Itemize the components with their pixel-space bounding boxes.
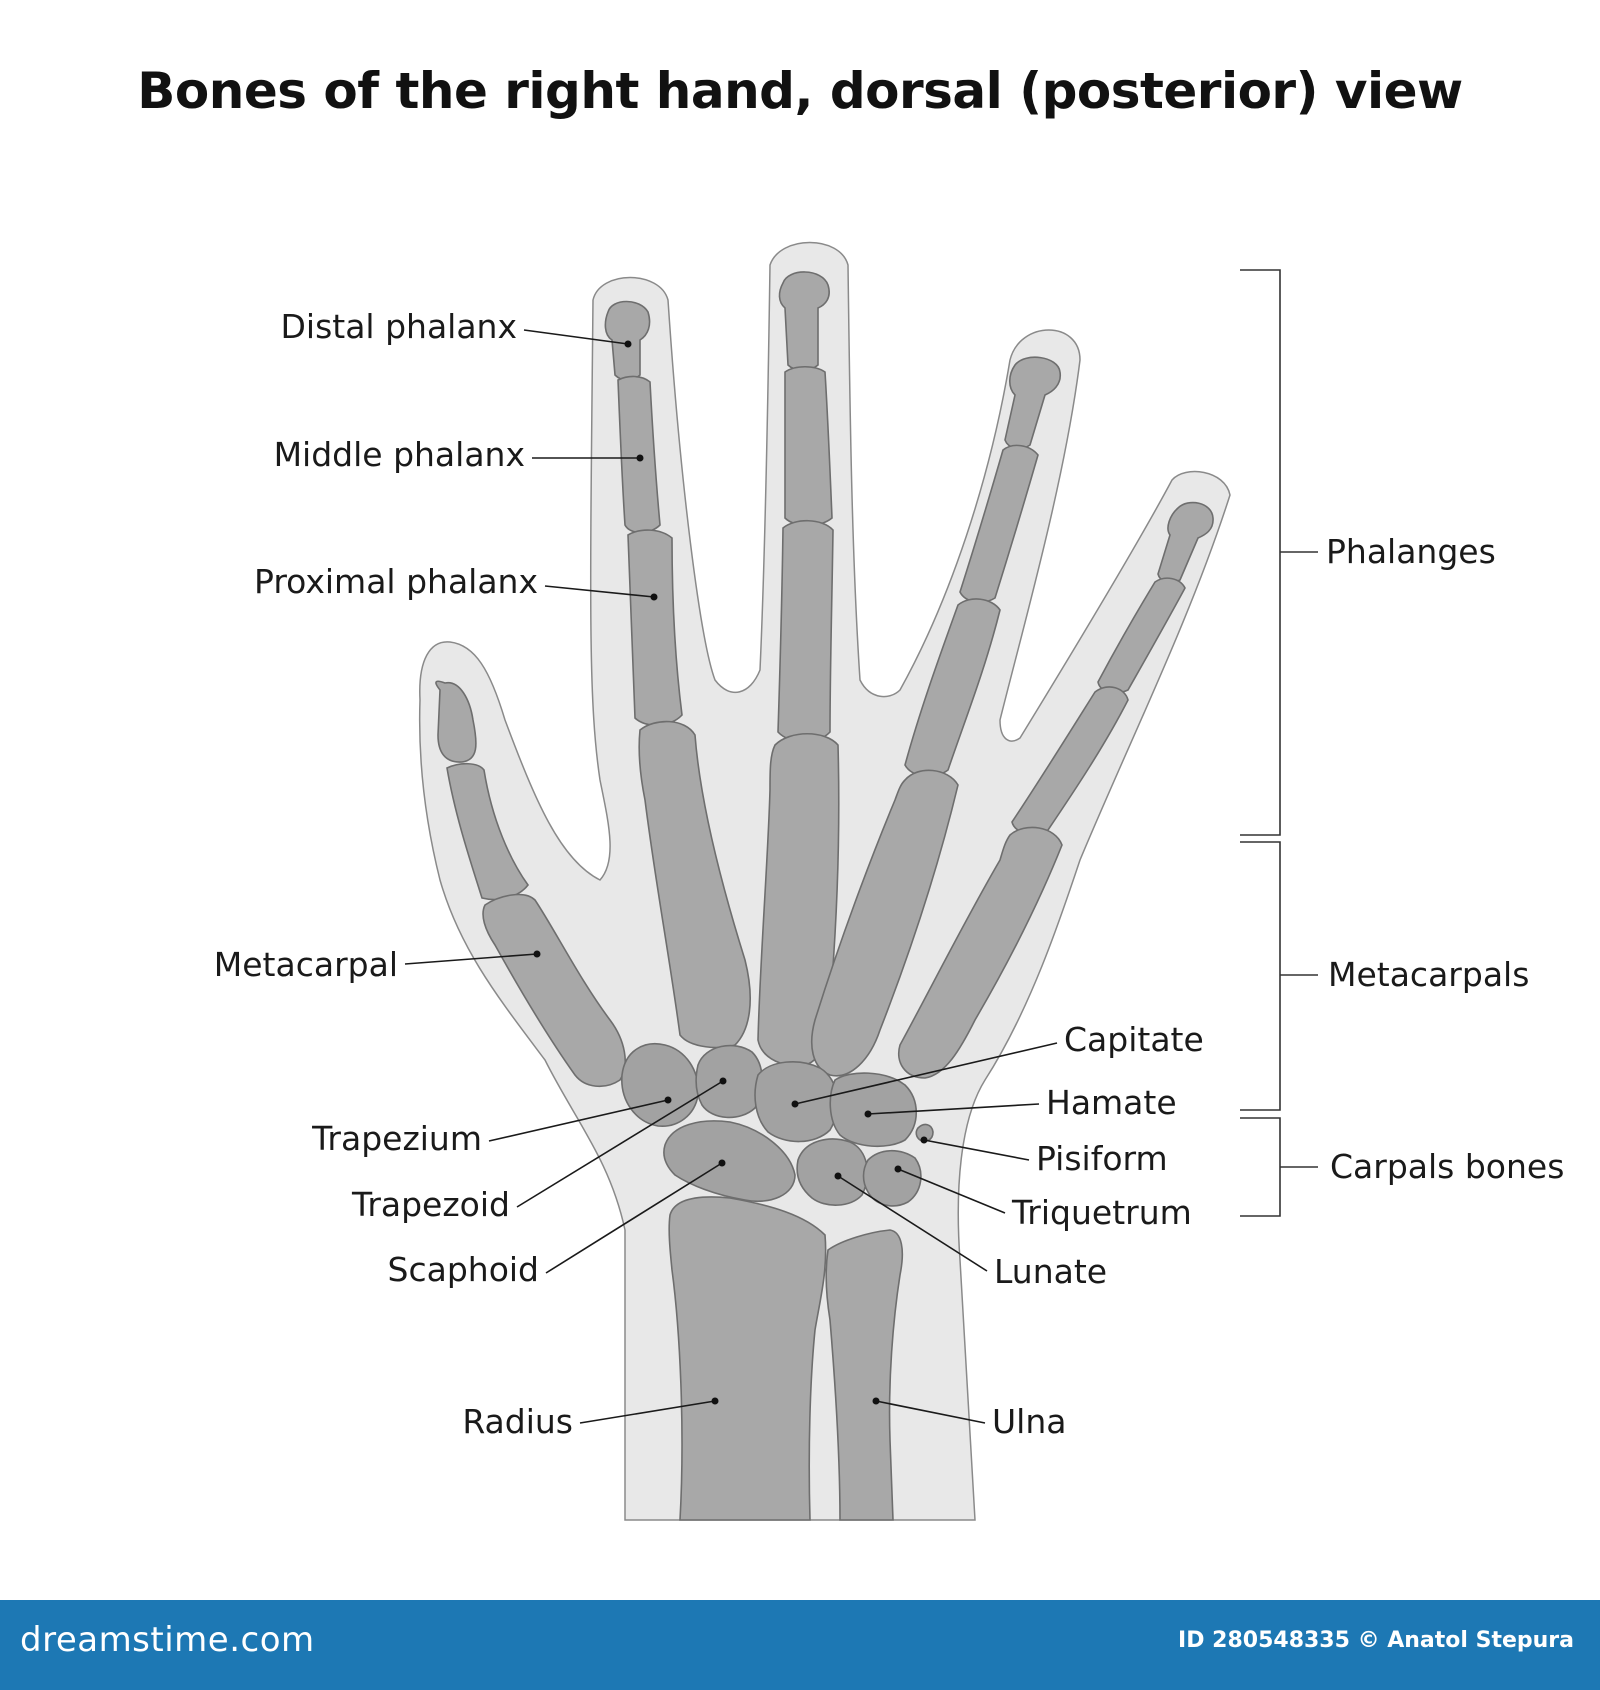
leader-proximal-phalanx [544, 585, 655, 598]
leader-metacarpal [404, 953, 538, 965]
leader-radius [579, 1400, 716, 1424]
label-pisiform: Pisiform [1036, 1139, 1168, 1178]
leader-trapezoid [516, 1080, 724, 1208]
footer-credit: ID 280548335 © Anatol Stepura [1178, 1628, 1574, 1653]
ring-distal-bone [1004, 356, 1062, 450]
label-ulna: Ulna [992, 1402, 1066, 1441]
diagram-title: Bones of the right hand, dorsal (posteri… [137, 62, 1463, 120]
label-triquetrum: Triquetrum [1011, 1193, 1192, 1232]
leader-capitate [794, 1042, 1058, 1105]
leader-lunate [837, 1175, 988, 1272]
leader-trapezium [488, 1099, 669, 1142]
dot-scaphoid [718, 1159, 726, 1167]
label-metacarpal: Metacarpal [214, 945, 398, 984]
middle-distal-bone [778, 271, 830, 372]
lunate-bone [796, 1138, 869, 1206]
label-capitate: Capitate [1064, 1020, 1204, 1059]
label-distal-phalanx: Distal phalanx [280, 307, 517, 346]
leader-scaphoid [545, 1162, 723, 1274]
little-distal-bone [1157, 501, 1214, 584]
label-scaphoid: Scaphoid [388, 1250, 539, 1289]
trapezoid-bone [695, 1044, 763, 1119]
dot-trapezium [664, 1096, 672, 1104]
leader-triquetrum [897, 1168, 1006, 1214]
leader-ulna [875, 1400, 986, 1424]
group-label-phalanges: Phalanges [1326, 532, 1496, 571]
radius-bone [668, 1196, 827, 1521]
hand-bones-diagram: Phalanges Metacarpals Carpals bones Dist… [214, 241, 1564, 1521]
dot-triquetrum [894, 1165, 902, 1173]
label-trapezoid: Trapezoid [351, 1185, 510, 1224]
label-trapezium: Trapezium [311, 1119, 482, 1158]
little-middle-bone [1097, 577, 1186, 694]
group-label-metacarpals: Metacarpals [1328, 955, 1529, 994]
ring-middle-bone [959, 444, 1039, 604]
dot-trapezoid [719, 1077, 727, 1085]
dot-capitate [791, 1100, 799, 1108]
middle-middle-bone [784, 365, 833, 527]
dot-pisiform [920, 1136, 928, 1144]
label-proximal-phalanx: Proximal phalanx [254, 562, 538, 601]
index-middle-bone [617, 375, 661, 534]
bracket-phalanges [1240, 269, 1318, 836]
dot-proximal-phalanx [650, 593, 658, 601]
dot-lunate [834, 1172, 842, 1180]
footer-brand: dreamstime.com [20, 1620, 315, 1660]
bracket-carpals [1240, 1117, 1318, 1217]
thumb-metacarpal-bone [482, 893, 626, 1088]
leader-distal-phalanx [523, 329, 629, 345]
label-radius: Radius [462, 1402, 573, 1441]
little-metacarpal-bone [898, 826, 1063, 1079]
index-proximal-bone [627, 529, 683, 726]
ring-metacarpal-bone [810, 769, 959, 1077]
thumb-proximal-bone [446, 762, 529, 901]
leader-hamate [867, 1103, 1040, 1115]
dot-ulna [872, 1397, 880, 1405]
thumb-distal-bone [435, 680, 477, 763]
dot-middle-phalanx [636, 454, 644, 462]
dot-metacarpal [533, 950, 541, 958]
dot-hamate [864, 1110, 872, 1118]
hamate-bone [829, 1072, 917, 1148]
middle-proximal-bone [777, 519, 834, 743]
label-hamate: Hamate [1046, 1083, 1177, 1122]
ulna-bone [825, 1229, 904, 1521]
triquetrum-bone [862, 1149, 922, 1207]
footer-bar: dreamstime.com ID 280548335 © Anatol Ste… [0, 1600, 1600, 1690]
label-lunate: Lunate [994, 1252, 1107, 1291]
dot-radius [711, 1397, 719, 1405]
dot-distal-phalanx [624, 340, 632, 348]
label-middle-phalanx: Middle phalanx [274, 435, 525, 474]
scaphoid-bone [663, 1120, 796, 1202]
ring-proximal-bone [904, 598, 1001, 778]
leader-pisiform [923, 1139, 1030, 1161]
group-label-carpals: Carpals bones [1330, 1147, 1564, 1186]
bracket-metacarpals [1240, 841, 1318, 1111]
